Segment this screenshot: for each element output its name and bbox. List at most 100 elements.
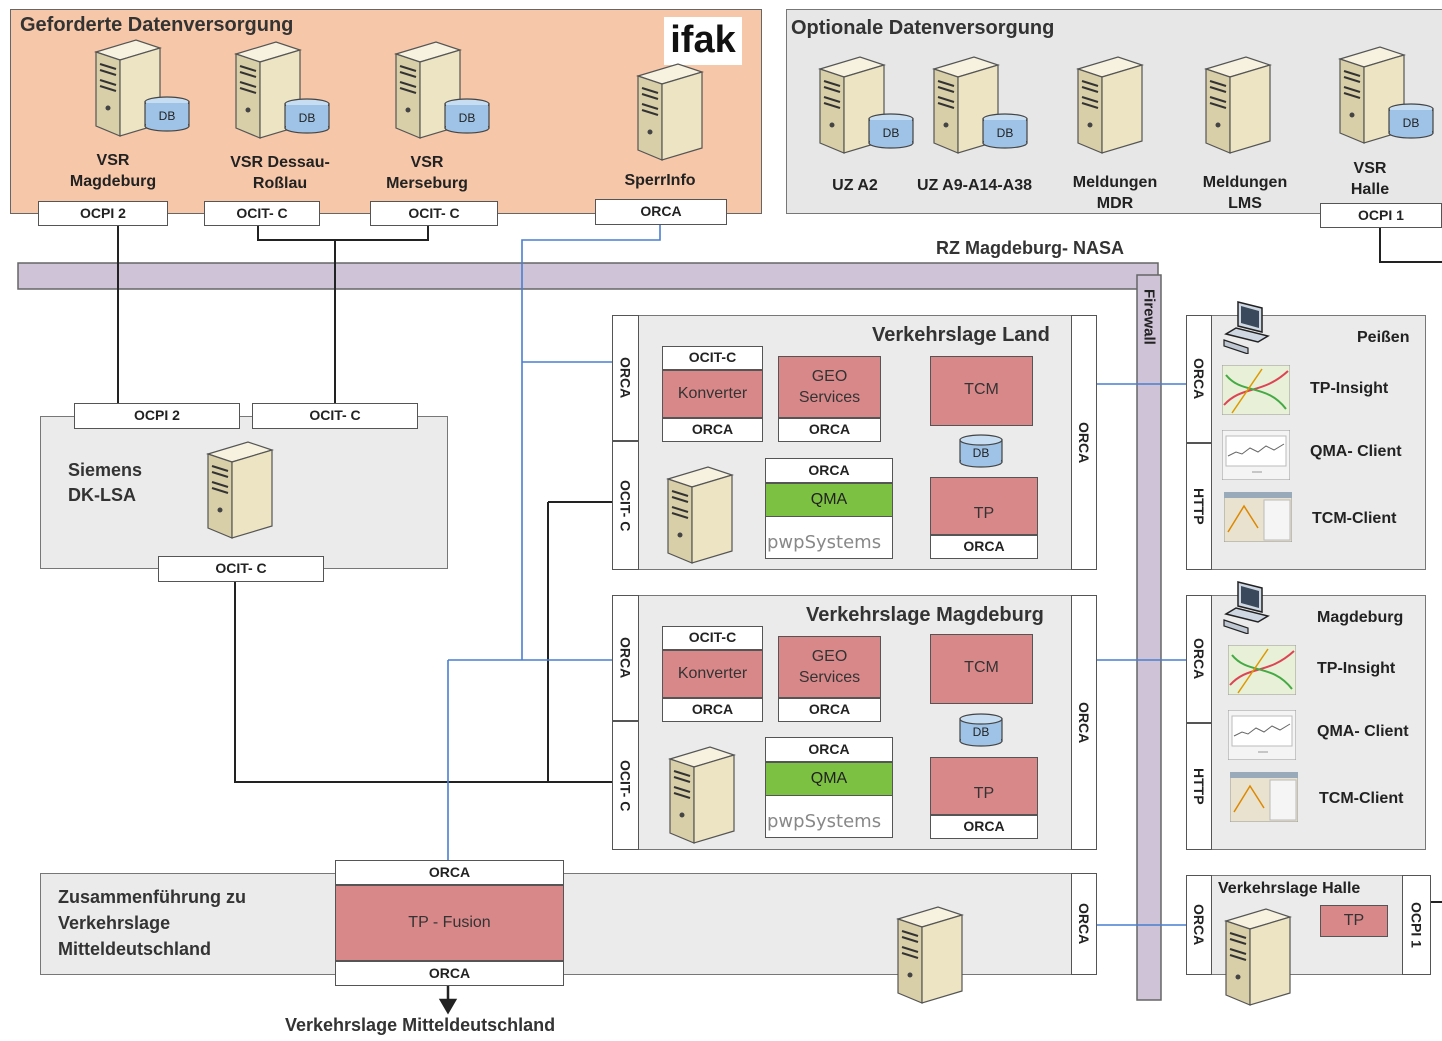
halle-ocpi1: OCPI 1: [1402, 875, 1431, 975]
server-label-vsr-halle: VSR Halle: [1350, 160, 1390, 198]
firewall-bar: [1136, 274, 1162, 1001]
vl-md-qma-top: ORCA: [765, 737, 893, 762]
vl-land-geo: GEO Services: [778, 356, 881, 418]
md-tcm-thumb-icon: [1229, 771, 1299, 827]
vl-md-geo: GEO Services: [778, 636, 881, 698]
vl-land-tp-bottom: ORCA: [930, 535, 1038, 559]
vl-halle-tp: TP: [1320, 905, 1388, 937]
peissen-tcm-client: TCM-Client: [1312, 510, 1397, 527]
vl-md-konverter-bottom: ORCA: [662, 698, 763, 722]
svg-text:DB: DB: [1403, 116, 1420, 130]
vl-land-tp: TP: [930, 477, 1038, 535]
peissen-tp-insight: TP-Insight: [1310, 380, 1389, 397]
vl-md-server-icon: [662, 745, 792, 845]
vl-land-orca-right: ORCA: [1071, 315, 1097, 570]
vsr-halle-server-db-icon: DB: [1387, 103, 1435, 144]
svg-text:DB: DB: [973, 446, 990, 460]
md-tp-insight-thumb-icon: [1227, 644, 1297, 700]
halle-server-icon: [1218, 907, 1348, 1007]
vl-land-orca-left: ORCA: [612, 315, 639, 441]
vl-md-tcm: TCM: [930, 634, 1033, 704]
svg-text:DB: DB: [883, 126, 900, 140]
output-label: Verkehrslage Mitteldeutschland: [285, 1015, 556, 1035]
iface-ocitc-merseburg: OCIT- C: [370, 201, 498, 226]
peissen-orca: ORCA: [1186, 315, 1212, 443]
server-label-uz-a2: UZ A2: [832, 177, 878, 194]
vl-md-geo-bottom: ORCA: [778, 698, 881, 722]
vl-land-server-icon: [660, 465, 790, 565]
vl-land-geo-bottom: ORCA: [778, 418, 881, 442]
md-orca: ORCA: [1186, 595, 1212, 723]
vl-land-pwp-box: [765, 517, 893, 559]
meldungen-mdr-server-icon: [1070, 55, 1200, 155]
sperrinfo-server-icon: [630, 62, 760, 162]
iface-ocpi1-halle: OCPI 1: [1320, 203, 1442, 228]
uz-a9-server-db-icon: DB: [981, 113, 1029, 154]
vl-md-orca-left: ORCA: [612, 595, 639, 721]
vl-land-tcm: TCM: [930, 356, 1033, 426]
svg-text:DB: DB: [459, 111, 476, 125]
md-tp-insight: TP-Insight: [1317, 660, 1396, 677]
server-label-meldungen-lms: Meldungen LMS: [1202, 174, 1288, 212]
peissen-title: Peißen: [1357, 329, 1410, 346]
peissen-http: HTTP: [1186, 443, 1212, 570]
peissen-qma-thumb-icon: [1221, 429, 1291, 485]
client-md-panel: [1186, 595, 1426, 850]
iface-orca-sperrinfo: ORCA: [595, 199, 727, 225]
vl-md-pwp-box: [765, 796, 893, 838]
fusion-server-icon: [890, 905, 1020, 1005]
iface-ocpi2-magdeburg: OCPI 2: [38, 201, 168, 226]
peissen-tcm-thumb-icon: [1223, 491, 1293, 547]
iface-ocitc-dessau: OCIT- C: [204, 201, 320, 226]
required-data-title: Geforderte Datenversorgung: [20, 14, 294, 36]
vl-md-ocitc-left: OCIT- C: [612, 721, 639, 850]
md-workstation-icon: [1222, 580, 1272, 639]
fusion-orca-top: ORCA: [335, 860, 564, 885]
md-client-title: Magdeburg: [1317, 609, 1404, 626]
vl-land-title: Verkehrslage Land: [872, 324, 1050, 346]
peissen-workstation-icon: [1222, 300, 1272, 359]
siemens-server-icon: [200, 440, 330, 540]
fusion-title: Zusammenführung zu Verkehrslage Mittelde…: [58, 887, 246, 959]
vl-land-db-icon: DB: [958, 434, 1004, 473]
md-qma-thumb-icon: [1227, 709, 1297, 765]
vl-md-konverter-top: OCIT-C: [662, 626, 763, 650]
vsr-merseburg-server-db-icon: DB: [443, 98, 491, 139]
server-label-vsr-merseburg: VSR Merseburg: [386, 154, 468, 192]
vl-md-tp-bottom: ORCA: [930, 815, 1038, 839]
vsr-dessau-server-db-icon: DB: [283, 98, 331, 139]
uz-a2-server-db-icon: DB: [867, 113, 915, 154]
vl-md-db-icon: DB: [958, 713, 1004, 752]
rz-band: [17, 262, 1159, 290]
md-tcm-client: TCM-Client: [1319, 790, 1404, 807]
md-http: HTTP: [1186, 723, 1212, 850]
vl-md-konverter: Konverter: [662, 650, 763, 698]
svg-text:DB: DB: [997, 126, 1014, 140]
fusion-tp: TP - Fusion: [335, 885, 564, 961]
md-qma-client: QMA- Client: [1317, 723, 1409, 740]
optional-data-title: Optionale Datenversorgung: [791, 17, 1055, 39]
peissen-tp-insight-thumb-icon: [1221, 364, 1291, 420]
vl-land-qma-top: ORCA: [765, 458, 893, 483]
vsr-dessau-server-icon: [228, 40, 358, 140]
fusion-orca-bottom: ORCA: [335, 961, 564, 986]
meldungen-lms-server-icon: [1198, 55, 1328, 155]
ifak-logo: ifak: [664, 17, 742, 65]
vl-land-pwp-brand: pwpSystems: [767, 532, 882, 553]
vl-md-pwp-brand: pwpSystems: [767, 811, 882, 832]
svg-text:DB: DB: [973, 725, 990, 739]
server-label-vsr-magdeburg: VSR Magdeburg: [69, 152, 157, 190]
fusion-orca-right: ORCA: [1071, 873, 1097, 975]
vl-md-title: Verkehrslage Magdeburg: [806, 604, 1044, 626]
server-label-uz-a9: UZ A9-A14-A38: [917, 177, 1032, 194]
vl-md-qma: QMA: [765, 762, 893, 796]
siemens-iface-ocitc-top: OCIT- C: [252, 403, 418, 429]
vl-halle-title: Verkehrslage Halle: [1218, 880, 1361, 897]
peissen-qma-client: QMA- Client: [1310, 443, 1402, 460]
vl-land-konverter-top: OCIT-C: [662, 346, 763, 370]
svg-text:DB: DB: [299, 111, 316, 125]
svg-text:DB: DB: [159, 109, 176, 123]
rz-label: RZ Magdeburg- NASA: [936, 238, 1124, 258]
server-label-sperrinfo: SperrInfo: [624, 172, 696, 189]
